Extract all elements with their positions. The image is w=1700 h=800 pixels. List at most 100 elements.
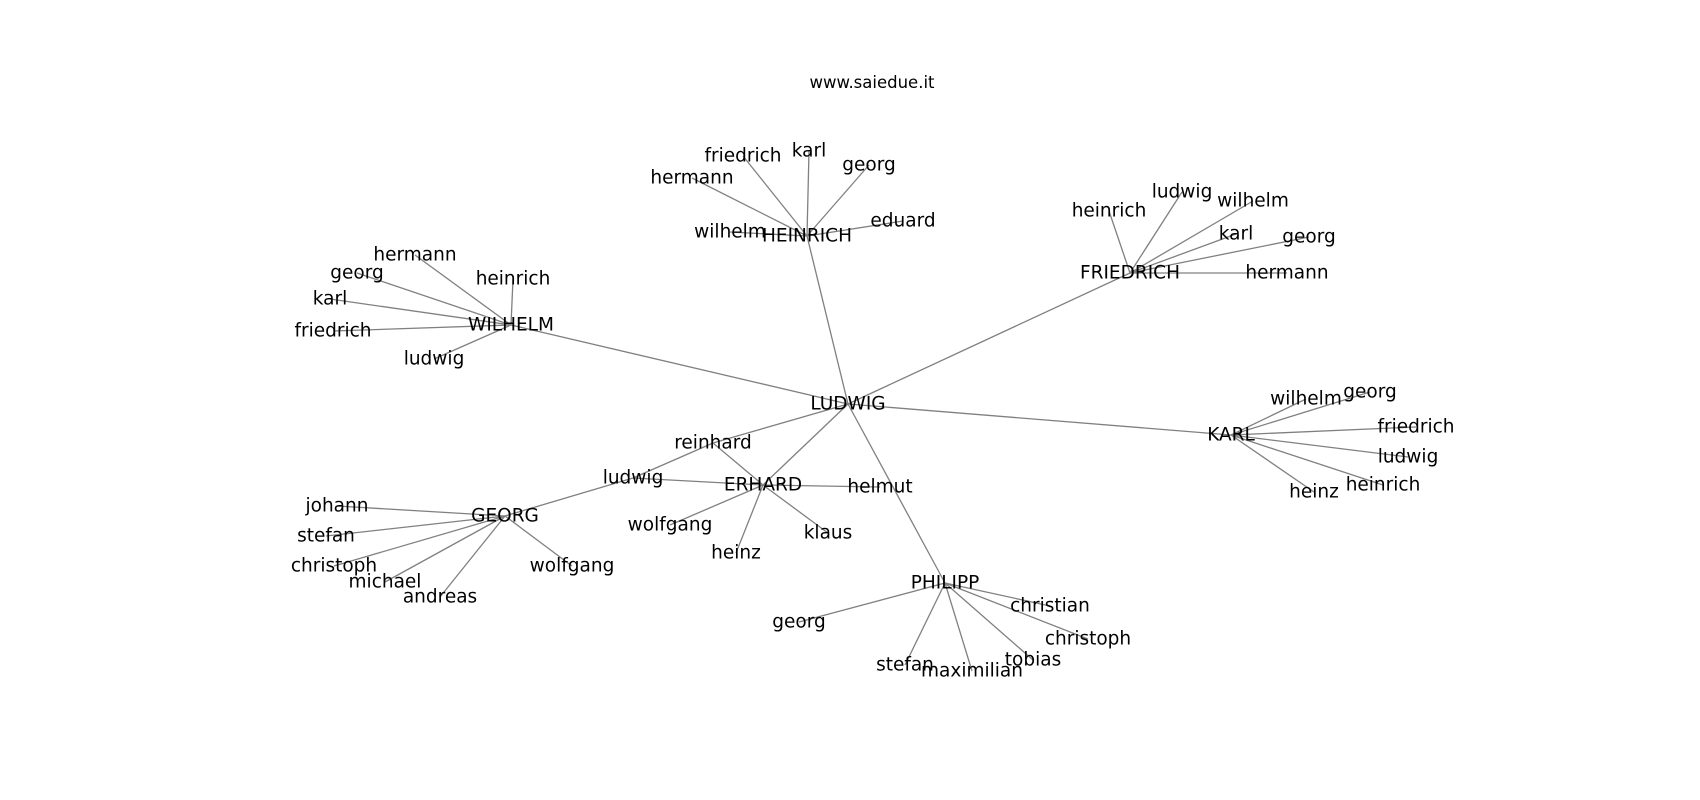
node-label-philipp: PHILIPP	[911, 573, 980, 594]
node-label-h-friedrich: friedrich	[704, 146, 781, 167]
edge-georg-g_johann	[336, 505, 506, 517]
node-label-f-hermann: hermann	[1245, 263, 1328, 284]
edge-philipp-p_tobias	[944, 582, 1034, 661]
edge-ludwig-l_reinhard	[712, 403, 849, 444]
node-label-w-karl: karl	[313, 289, 347, 310]
edge-l_ludwig_g-georg	[504, 477, 634, 517]
node-label-karl: KARL	[1207, 425, 1255, 446]
node-label-f-wilhelm: wilhelm	[1217, 191, 1289, 212]
edge-georg-g_christoph	[333, 515, 506, 567]
node-label-w-hermann: hermann	[373, 245, 456, 266]
edge-ludwig-wilhelm	[510, 324, 849, 405]
node-label-k-heinz: heinz	[1289, 482, 1339, 503]
edge-georg-g_wolfgang	[504, 515, 573, 567]
node-label-l-ludwig-g: ludwig	[603, 468, 664, 489]
edge-wilhelm-w_heinrich	[510, 278, 514, 326]
node-label-p-georg: georg	[772, 612, 825, 633]
graph-edges	[325, 150, 1417, 672]
node-label-erhard: ERHARD	[724, 475, 802, 496]
edge-heinrich-h_friedrich	[742, 155, 808, 237]
edge-heinrich-h_hermann	[691, 177, 808, 237]
edge-heinrich-h_georg	[806, 164, 870, 237]
edge-karl-k_friedrich	[1230, 426, 1417, 436]
node-label-p-christoph: christoph	[1045, 629, 1131, 650]
node-label-h-eduard: eduard	[870, 211, 935, 232]
edge-philipp-p_christoph	[944, 582, 1089, 640]
node-label-k-wilhelm: wilhelm	[1270, 389, 1342, 410]
node-label-h-georg: georg	[842, 155, 895, 176]
edge-friedrich-f_wilhelm	[1129, 200, 1254, 274]
edge-l_reinhard-l_ludwig_g	[632, 442, 714, 479]
edge-georg-g_andreas	[439, 515, 506, 598]
edge-wilhelm-w_hermann	[414, 254, 512, 326]
site-title: www.saiedue.it	[809, 73, 935, 92]
node-label-e-heinz: heinz	[711, 543, 761, 564]
edge-karl-k_heinz	[1230, 434, 1315, 493]
node-label-k-friedrich: friedrich	[1377, 417, 1454, 438]
node-label-heinrich: HEINRICH	[762, 226, 852, 247]
edge-philipp-p_christian	[944, 582, 1051, 607]
edge-ludwig-friedrich	[847, 272, 1131, 405]
node-label-ludwig: LUDWIG	[810, 394, 885, 415]
node-label-w-friedrich: friedrich	[294, 321, 371, 342]
node-label-p-tobias: tobias	[1005, 650, 1061, 671]
node-label-f-karl: karl	[1219, 224, 1253, 245]
node-label-k-ludwig: ludwig	[1378, 447, 1439, 468]
node-label-w-ludwig: ludwig	[404, 349, 465, 370]
node-label-p-maximilian: maximilian	[921, 661, 1023, 682]
edge-karl-k_georg	[1230, 391, 1371, 436]
edge-philipp-p_georg	[798, 582, 946, 623]
graph-node-labels: LUDWIG HEINRICH FRIEDRICH WILHELM KARL ERHARD…	[291, 141, 1455, 682]
node-label-georg: GEORG	[471, 506, 539, 527]
node-label-e-klaus: klaus	[804, 523, 853, 544]
edge-friedrich-f_georg	[1129, 236, 1310, 274]
edge-karl-k_heinrich	[1230, 434, 1384, 486]
edge-georg-g_michael	[384, 515, 506, 583]
node-label-p-stefan: stefan	[876, 655, 934, 676]
edge-wilhelm-w_friedrich	[332, 324, 512, 332]
node-label-friedrich: FRIEDRICH	[1080, 263, 1180, 284]
edge-heinrich-h_karl	[806, 150, 810, 237]
edge-wilhelm-w_ludwig	[433, 324, 512, 360]
node-label-h-wilhelm: wilhelm	[694, 222, 766, 243]
node-label-g-michael: michael	[349, 572, 422, 593]
edge-ludwig-erhard	[762, 403, 849, 486]
edge-ludwig-heinrich	[806, 235, 849, 405]
edge-erhard-e_wolfgang	[669, 484, 764, 526]
edge-georg-g_stefan	[325, 515, 506, 537]
edge-erhard-e_heinz	[735, 484, 764, 554]
node-label-e-helmut: helmut	[847, 477, 912, 498]
edge-erhard-e_klaus	[762, 484, 829, 534]
node-label-h-karl: karl	[792, 141, 826, 162]
node-label-g-christoph: christoph	[291, 556, 377, 577]
node-label-f-ludwig: ludwig	[1152, 182, 1213, 203]
edge-philipp-p_stefan	[904, 582, 946, 666]
node-label-h-hermann: hermann	[650, 168, 733, 189]
edge-heinrich-h_eduard	[806, 220, 904, 237]
node-label-l-reinhard: reinhard	[674, 433, 752, 454]
edge-erhard-l_ludwig_g	[632, 477, 764, 486]
node-label-w-heinrich: heinrich	[476, 269, 551, 290]
edge-philipp-p_maximilian	[944, 582, 973, 672]
node-label-wilhelm: WILHELM	[468, 315, 554, 336]
node-label-p-christian: christian	[1010, 596, 1090, 617]
edge-friedrich-f_ludwig	[1129, 191, 1183, 274]
edge-wilhelm-w_karl	[329, 298, 512, 326]
node-label-w-georg: georg	[330, 263, 383, 284]
node-label-g-wolfgang: wolfgang	[530, 556, 615, 577]
edge-karl-k_wilhelm	[1230, 398, 1307, 436]
edge-karl-k_ludwig	[1230, 434, 1409, 458]
node-label-g-stefan: stefan	[297, 526, 355, 547]
node-label-e-wolfgang: wolfgang	[628, 515, 713, 536]
edge-wilhelm-w_georg	[356, 272, 512, 326]
node-label-k-georg: georg	[1343, 382, 1396, 403]
edge-friedrich-f_karl	[1129, 233, 1237, 274]
node-label-f-heinrich: heinrich	[1072, 201, 1147, 222]
node-label-k-heinrich: heinrich	[1346, 475, 1421, 496]
node-label-f-georg: georg	[1282, 227, 1335, 248]
node-label-g-johann: johann	[305, 496, 369, 517]
node-label-g-andreas: andreas	[403, 587, 477, 608]
edge-heinrich-h_wilhelm	[729, 231, 808, 237]
edge-erhard-e_helmut	[762, 484, 881, 488]
